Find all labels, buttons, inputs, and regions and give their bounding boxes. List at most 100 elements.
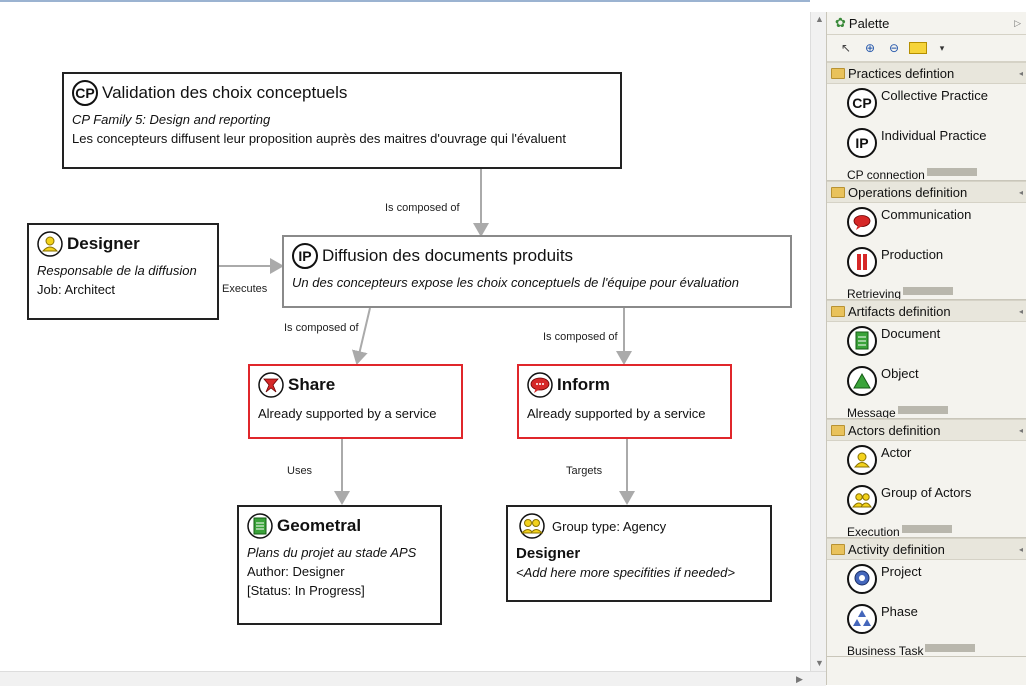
node-title: Designer xyxy=(516,545,581,562)
diagram-canvas[interactable]: Is composed of Executes Is composed of I… xyxy=(0,2,810,685)
palette-tool-item[interactable]: Object xyxy=(827,362,1026,402)
palette-tool-item-partial[interactable]: Execution xyxy=(827,521,1026,537)
node-family: CP Family 5: Design and reporting xyxy=(72,112,271,127)
zoom-out-icon[interactable]: ⊖ xyxy=(888,41,900,55)
zoom-in-icon[interactable]: ⊕ xyxy=(864,41,876,55)
icon-glyph: CP xyxy=(852,95,872,111)
drawer-scrollbar[interactable] xyxy=(903,287,954,295)
drawer-header[interactable]: Actors definition◂ xyxy=(827,419,1026,441)
scroll-up-icon[interactable]: ▲ xyxy=(815,14,824,24)
palette-panel: ✿ Palette ▷ ↖ ⊕ ⊖ ▾ Practices defintion◂… xyxy=(826,12,1026,685)
collapse-icon[interactable]: ◂ xyxy=(1018,425,1023,435)
palette-header: ✿ Palette ▷ xyxy=(827,12,1026,35)
collapse-icon[interactable]: ◂ xyxy=(1018,306,1023,316)
tool-label: Group of Actors xyxy=(881,485,972,500)
drawer-header[interactable]: Practices defintion◂ xyxy=(827,62,1026,84)
node-description: Les concepteurs diffusent leur propositi… xyxy=(72,131,566,146)
collapse-icon[interactable]: ◂ xyxy=(1018,544,1023,554)
collapse-icon[interactable]: ◂ xyxy=(1018,187,1023,197)
palette-toolbar: ↖ ⊕ ⊖ ▾ xyxy=(827,35,1026,62)
drawer-header[interactable]: Artifacts definition◂ xyxy=(827,300,1026,322)
actor-node[interactable]: Designer Responsable de la diffusion Job… xyxy=(27,223,219,320)
palette-tool-item[interactable]: Communication xyxy=(827,203,1026,243)
palette-icon: ✿ xyxy=(835,15,846,30)
tool-label: Document xyxy=(881,326,941,341)
palette-tool-item[interactable]: Group of Actors xyxy=(827,481,1026,521)
collapse-arrow-icon[interactable]: ▷ xyxy=(1014,17,1021,28)
node-title: Inform xyxy=(557,375,610,394)
tool-label: Message xyxy=(847,406,896,418)
drawer-header[interactable]: Operations definition ◂ xyxy=(827,181,1026,203)
folder-icon xyxy=(831,186,845,198)
palette-tool-item-partial[interactable]: Business Task xyxy=(827,640,1026,656)
project-icon xyxy=(847,564,877,594)
share-operation-node[interactable]: Share Already supported by a service xyxy=(248,364,463,439)
tool-label: Project xyxy=(881,564,922,579)
document-icon xyxy=(847,326,877,356)
artifact-author: Author: Designer xyxy=(247,564,345,579)
edge-label: Is composed of xyxy=(385,202,460,214)
tool-label: Execution xyxy=(847,525,900,537)
tool-label: Retrieving xyxy=(847,287,902,299)
document-artifact-node[interactable]: Geometral Plans du projet au stade APS A… xyxy=(237,505,442,625)
scroll-right-icon[interactable]: ▶ xyxy=(796,674,803,684)
node-description: Un des concepteurs expose les choix conc… xyxy=(292,275,739,290)
production-icon xyxy=(847,247,877,277)
edge-label: Uses xyxy=(287,465,313,477)
ip-icon: IP xyxy=(292,243,318,269)
drawer-label: Activity definition xyxy=(848,541,945,557)
palette-tool-item-partial[interactable]: Retrieving xyxy=(827,283,1026,299)
note-icon[interactable] xyxy=(909,39,927,57)
palette-tool-item[interactable]: Project xyxy=(827,560,1026,600)
inform-operation-node[interactable]: Inform Already supported by a service xyxy=(517,364,732,439)
scroll-down-icon[interactable]: ▼ xyxy=(815,658,824,668)
palette-tool-item-partial[interactable]: Message xyxy=(827,402,1026,418)
individual-practice-node[interactable]: IP Diffusion des documents produits Un d… xyxy=(282,235,792,308)
vertical-scrollbar[interactable]: ▲ ▼ xyxy=(810,12,827,672)
communication-icon xyxy=(527,372,553,398)
node-title: Geometral xyxy=(277,516,362,535)
tool-label: Individual Practice xyxy=(881,128,987,143)
group-of-actors-icon xyxy=(519,513,545,539)
drawer-label: Operations definition xyxy=(848,184,968,200)
group-type: Group type: Agency xyxy=(552,518,667,534)
drawer-header[interactable]: Activity definition ◂ xyxy=(827,538,1026,560)
communication-icon xyxy=(847,207,877,237)
object-icon xyxy=(847,366,877,396)
select-arrow-icon[interactable]: ↖ xyxy=(840,41,852,55)
edge-diffusion-share[interactable] xyxy=(351,307,371,365)
node-description: <Add here more specifities if needed> xyxy=(516,565,735,580)
palette-tool-item[interactable]: Production xyxy=(827,243,1026,283)
collapse-icon[interactable]: ◂ xyxy=(1018,68,1023,78)
node-title: Share xyxy=(288,375,336,394)
palette-tool-item[interactable]: Phase xyxy=(827,600,1026,640)
drawer-scrollbar[interactable] xyxy=(897,406,948,414)
edge-label: Is composed of xyxy=(284,322,359,334)
drawer-scrollbar[interactable] xyxy=(926,168,977,176)
dropdown-arrow-icon[interactable]: ▾ xyxy=(939,42,945,53)
palette-tool-item[interactable]: Document xyxy=(827,322,1026,362)
group-of-actors-node[interactable]: Group type: Agency Designer <Add here mo… xyxy=(506,505,772,602)
folder-icon xyxy=(831,424,845,436)
tool-label: Communication xyxy=(881,207,972,222)
artifact-status: [Status: In Progress] xyxy=(247,583,365,598)
palette-tool-item[interactable]: Actor xyxy=(827,441,1026,481)
horizontal-scrollbar[interactable]: ▶ xyxy=(0,671,826,686)
collective-practice-node[interactable]: CP Validation des choix conceptuels CP F… xyxy=(62,72,622,169)
tool-label: Actor xyxy=(881,445,912,460)
tool-label: Object xyxy=(881,366,919,381)
palette-title: Palette xyxy=(848,15,890,31)
document-icon xyxy=(247,513,273,539)
drawer-scrollbar[interactable] xyxy=(901,525,952,533)
node-description: Plans du projet au stade APS xyxy=(247,545,417,560)
connections-layer xyxy=(219,169,635,505)
palette-tool-item-partial[interactable]: CP connection xyxy=(827,164,1026,180)
drawer-scrollbar[interactable] xyxy=(925,644,976,652)
